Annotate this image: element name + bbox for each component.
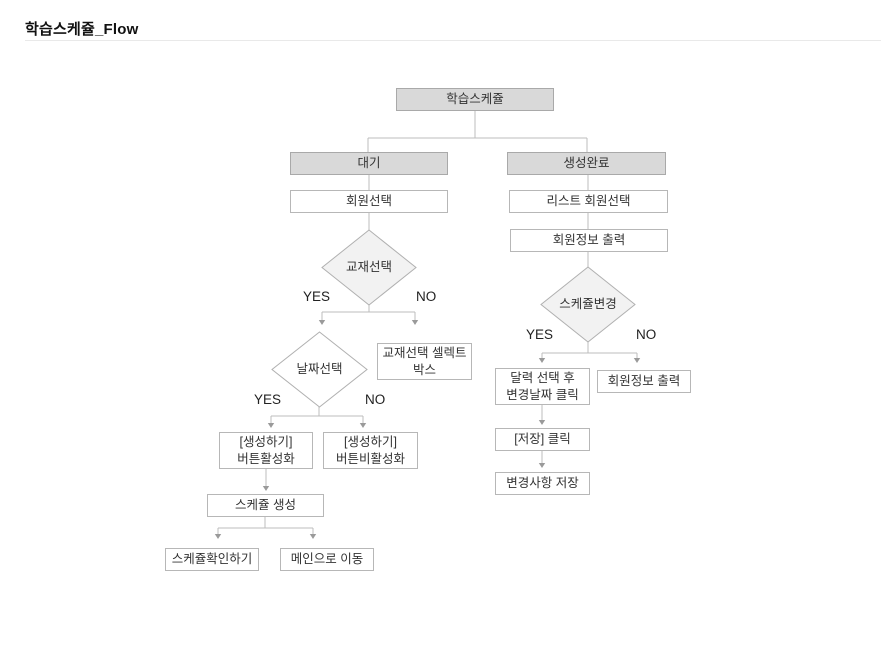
arrowhead-icon: [538, 420, 546, 425]
arrowhead-icon: [214, 534, 222, 539]
arrowhead-icon: [262, 486, 270, 491]
node-created: 생성완료: [507, 152, 666, 175]
node-create-btn-inactive: [생성하기] 버튼비활성화: [323, 432, 418, 469]
arrowhead-icon: [411, 320, 419, 325]
node-list-member-select: 리스트 회원선택: [509, 190, 668, 213]
node-create-btn-active: [생성하기] 버튼활성화: [219, 432, 313, 469]
decision-label-textbook-select: 교재선택: [345, 259, 392, 274]
header-divider: [25, 40, 881, 41]
node-textbook-select-box: 교재선택 셀렉트 박스: [377, 343, 472, 380]
label-no-textbook: NO: [416, 289, 437, 304]
arrowhead-icon: [538, 358, 546, 363]
arrowhead-icon: [633, 358, 641, 363]
node-member-info-output: 회원정보 출력: [510, 229, 668, 252]
arrowhead-icon: [309, 534, 317, 539]
node-member-select: 회원선택: [290, 190, 448, 213]
arrowhead-icon: [538, 463, 546, 468]
decision-diamond-date-select: [271, 331, 368, 408]
decision-label-date-select: 날짜선택: [296, 361, 343, 376]
label-yes-schedule-change: YES: [526, 327, 554, 342]
decision-diamond-schedule-change: [540, 266, 636, 343]
node-root: 학습스케쥴: [396, 88, 554, 111]
decision-label-schedule-change: 스케쥴변경: [559, 296, 617, 311]
node-save-changes: 변경사항 저장: [495, 472, 590, 495]
label-no-date: NO: [365, 392, 386, 407]
decision-diamond-textbook-select: [321, 229, 417, 306]
node-member-info-output-2: 회원정보 출력: [597, 370, 691, 393]
node-schedule-create: 스케쥴 생성: [207, 494, 324, 517]
node-waiting: 대기: [290, 152, 448, 175]
page-title: 학습스케쥴_Flow: [25, 21, 139, 38]
arrowhead-icon: [359, 423, 367, 428]
arrowhead-icon: [267, 423, 275, 428]
label-yes-date: YES: [254, 392, 282, 407]
label-no-schedule-change: NO: [636, 327, 657, 342]
node-schedule-check: 스케쥴확인하기: [165, 548, 259, 571]
node-save-click: [저장] 클릭: [495, 428, 590, 451]
node-go-main: 메인으로 이동: [280, 548, 374, 571]
node-calendar-select-click: 달력 선택 후 변경날짜 클릭: [495, 368, 590, 405]
arrowhead-icon: [318, 320, 326, 325]
label-yes-textbook: YES: [303, 289, 331, 304]
